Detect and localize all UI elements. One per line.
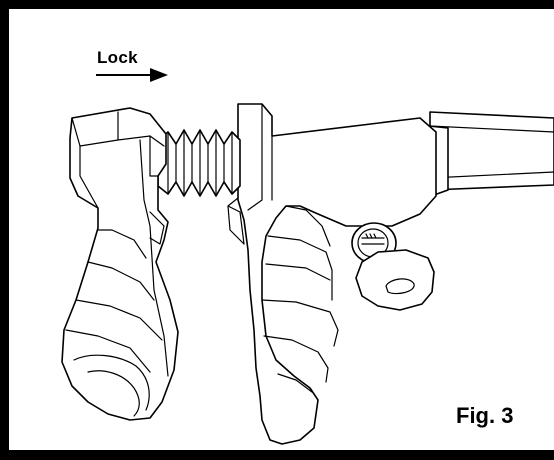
- lock-shaft: [419, 111, 554, 201]
- key-icon: [355, 249, 435, 311]
- bellows-spring: [157, 129, 241, 197]
- left-jaw: [61, 107, 179, 421]
- figure-caption: Fig. 3: [456, 403, 514, 428]
- lock-direction-arrow-icon: [96, 68, 168, 82]
- right-jaw: [227, 103, 437, 445]
- lock-direction-label: Lock: [97, 48, 138, 67]
